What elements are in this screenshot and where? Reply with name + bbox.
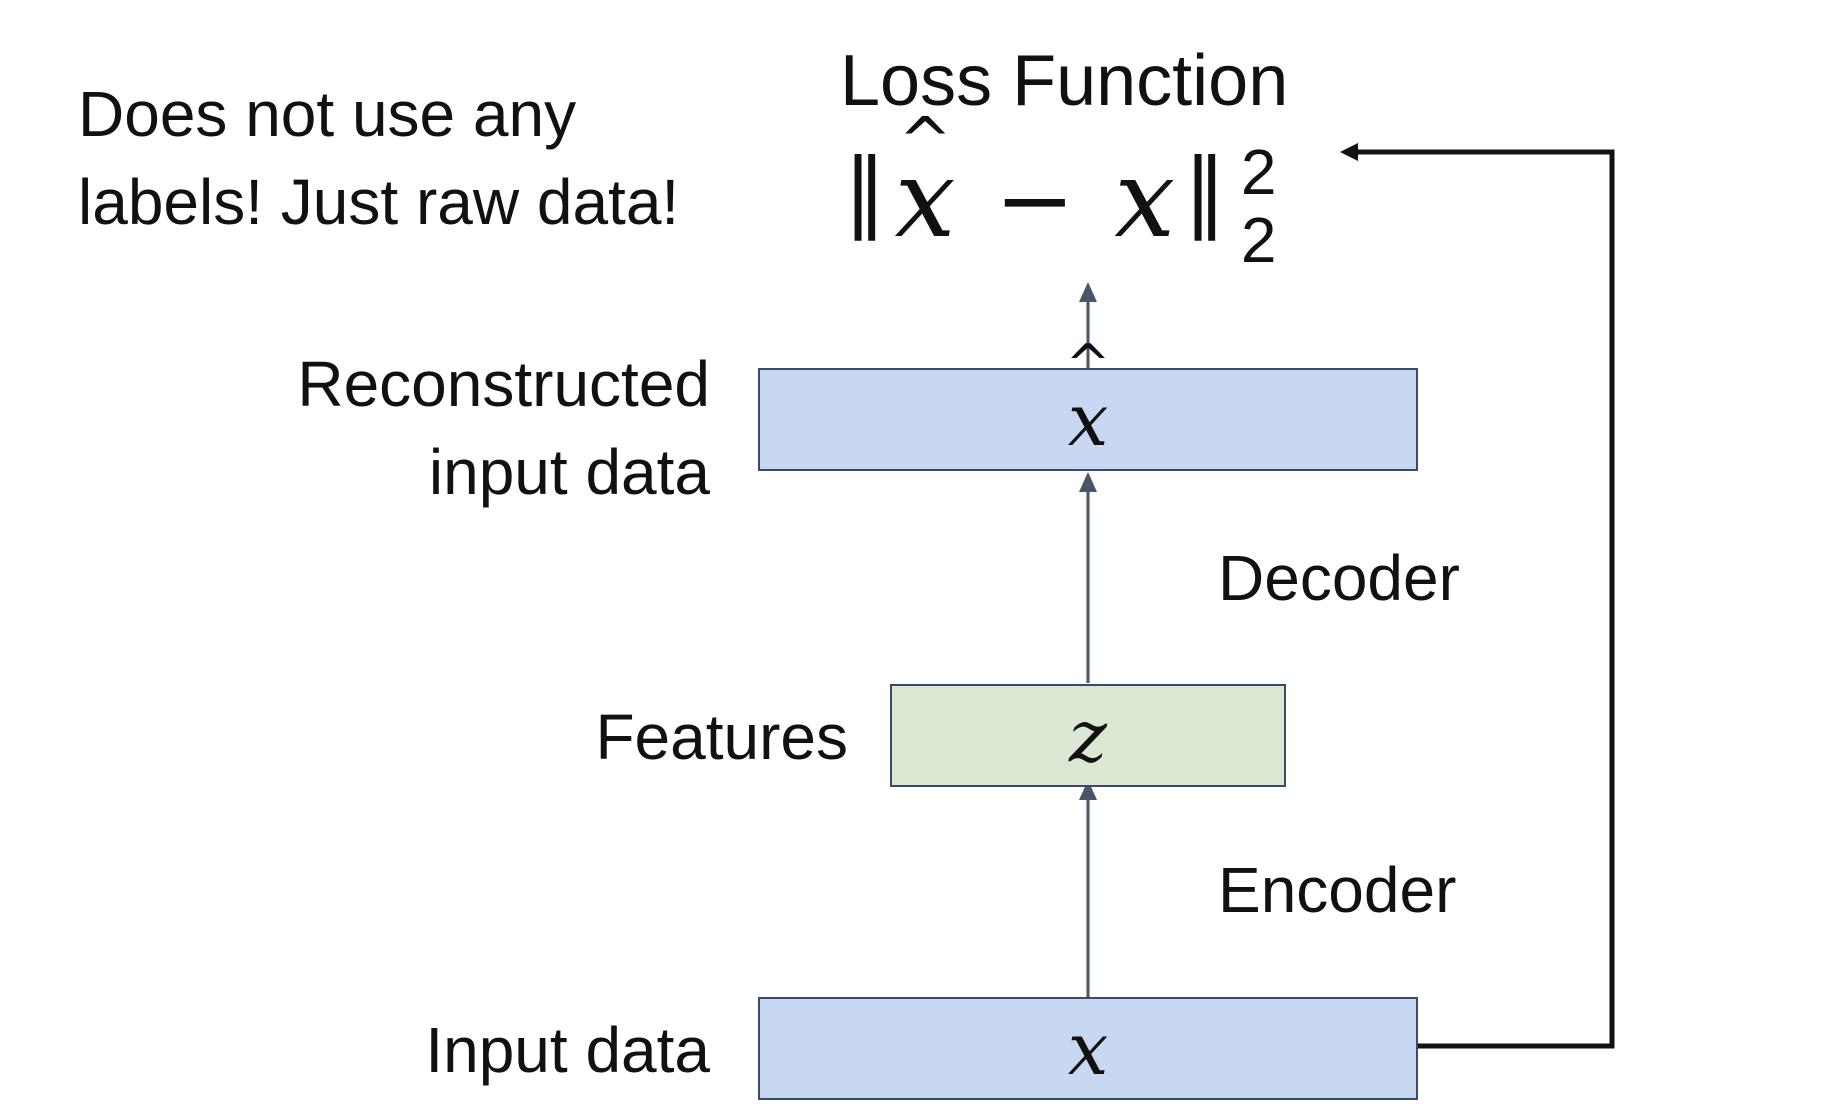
reconstructed-label-line-1: Reconstructed [297,348,710,420]
norm-scripts: 2 2 [1235,130,1295,280]
formula-hat-accent: ^ [898,105,952,179]
reconstructed-input-box: ^ x [758,337,1418,471]
features-box: z [890,684,1286,787]
formula-x-hat-letter: x [894,137,956,262]
norm-close-bars: ‖ [1187,133,1223,267]
norm-superscript: 2 [1240,136,1277,208]
decoder-arrow-head [1079,472,1097,492]
encoder-label: Encoder [1218,854,1457,926]
decoder-label: Decoder [1218,542,1460,614]
formula-x-hat: ^ x [894,110,956,270]
note-line-1: Does not use any [78,78,577,150]
norm-subscript: 2 [1240,204,1277,276]
input-to-loss-feedback-line [1352,149,1615,1049]
formula-x: x [1114,137,1176,262]
reconstructed-label-line-2: input data [428,436,710,508]
reconstruction-to-loss-arrow-head [1079,282,1097,302]
input-data-label: Input data [425,1014,710,1086]
norm-open-bars: ‖ [846,133,883,267]
features-symbol: z [1069,693,1107,778]
encoder-arrow-head [1079,780,1097,800]
reconstructed-symbol: ^ x [1065,337,1110,456]
reconstructed-symbol-letter: x [1067,377,1109,462]
input-to-loss-feedback-arrow-head [1340,143,1358,161]
loss-formula: ‖ ^ x − x ‖ 2 2 [840,110,1295,280]
reconstructed-label: Reconstructed input data [230,340,710,516]
input-data-box: x [758,997,1418,1100]
unsupervised-note: Does not use any labels! Just raw data! [78,70,738,246]
features-label: Features [595,701,848,773]
loss-function-title: Loss Function [840,41,1289,121]
formula-minus: − [994,144,1076,256]
reconstructed-hat-accent: ^ [1065,332,1111,396]
input-symbol: x [1067,1006,1109,1091]
note-line-2: labels! Just raw data! [78,166,680,238]
